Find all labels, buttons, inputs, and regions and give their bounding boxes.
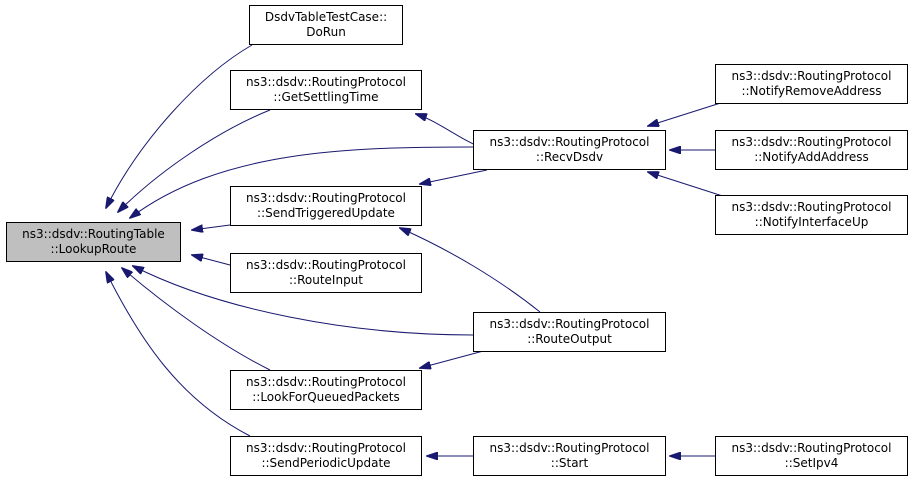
node-recv-dsdv-line2: ::RecvDsdv [535, 150, 604, 164]
edge-get-settling-time-to-lookup-route [118, 109, 271, 212]
node-send-triggered-update[interactable]: ns3::dsdv::RoutingProtocol ::SendTrigger… [230, 186, 422, 226]
node-notify-interface-up[interactable]: ns3::dsdv::RoutingProtocol ::NotifyInter… [715, 195, 908, 235]
node-notify-interface-up-line2: ::NotifyInterfaceUp [754, 215, 869, 229]
node-notify-remove-address-line2: ::NotifyRemoveAddress [741, 84, 882, 98]
node-set-ipv4-line2: ::SetIpv4 [784, 456, 839, 470]
node-look-for-queued-packets-line2: ::LookForQueuedPackets [252, 390, 400, 404]
node-notify-remove-address[interactable]: ns3::dsdv::RoutingProtocol ::NotifyRemov… [715, 64, 908, 104]
edge-route-output-to-send-triggered-update [400, 228, 541, 313]
edge-recv-dsdv-to-send-triggered-update [420, 169, 488, 184]
node-get-settling-time[interactable]: ns3::dsdv::RoutingProtocol ::GetSettling… [230, 70, 422, 110]
node-recv-dsdv[interactable]: ns3::dsdv::RoutingProtocol ::RecvDsdv [473, 130, 666, 170]
node-notify-add-address-line1: ns3::dsdv::RoutingProtocol [731, 135, 892, 149]
node-route-output-line1: ns3::dsdv::RoutingProtocol [489, 317, 650, 331]
node-notify-remove-address-line1: ns3::dsdv::RoutingProtocol [731, 69, 892, 83]
node-route-input[interactable]: ns3::dsdv::RoutingProtocol ::RouteInput [230, 253, 422, 293]
node-start[interactable]: ns3::dsdv::RoutingProtocol ::Start [473, 436, 666, 476]
node-notify-interface-up-line1: ns3::dsdv::RoutingProtocol [731, 200, 892, 214]
node-dorun[interactable]: DsdvTableTestCase:: DoRun [249, 5, 403, 45]
edge-send-triggered-update-to-lookup-route [192, 224, 231, 230]
node-send-triggered-update-line2: ::SendTriggeredUpdate [257, 206, 395, 220]
node-route-input-line1: ns3::dsdv::RoutingProtocol [246, 258, 406, 272]
node-route-input-line2: ::RouteInput [289, 273, 363, 287]
edge-route-output-to-look-for-queued-packets [420, 349, 488, 368]
edge-notify-remove-address-to-recv-dsdv [648, 99, 731, 126]
node-lookup-route: ns3::dsdv::RoutingTable ::LookupRoute [6, 222, 181, 262]
node-get-settling-time-line1: ns3::dsdv::RoutingProtocol [246, 75, 406, 89]
edge-route-output-to-lookup-route [133, 266, 474, 336]
edge-recv-dsdv-to-lookup-route [130, 146, 474, 218]
edge-send-periodic-update-to-lookup-route [106, 272, 251, 437]
edge-route-input-to-lookup-route [192, 255, 231, 266]
node-get-settling-time-line2: ::GetSettlingTime [273, 90, 379, 104]
node-route-output[interactable]: ns3::dsdv::RoutingProtocol ::RouteOutput [473, 312, 666, 352]
node-lookup-route-line2: ::LookupRoute [50, 242, 137, 256]
node-route-output-line2: ::RouteOutput [527, 332, 612, 346]
node-recv-dsdv-line1: ns3::dsdv::RoutingProtocol [489, 135, 650, 149]
node-set-ipv4[interactable]: ns3::dsdv::RoutingProtocol ::SetIpv4 [715, 436, 908, 476]
node-look-for-queued-packets[interactable]: ns3::dsdv::RoutingProtocol ::LookForQueu… [230, 370, 422, 410]
node-send-triggered-update-line1: ns3::dsdv::RoutingProtocol [246, 191, 406, 205]
node-start-line2: ::Start [550, 456, 589, 470]
node-send-periodic-update[interactable]: ns3::dsdv::RoutingProtocol ::SendPeriodi… [230, 436, 422, 476]
node-dorun-line1: DsdvTableTestCase:: [264, 10, 388, 24]
node-start-line1: ns3::dsdv::RoutingProtocol [489, 441, 650, 455]
node-notify-add-address[interactable]: ns3::dsdv::RoutingProtocol ::NotifyAddAd… [715, 130, 908, 170]
edge-dorun-to-lookup-route [106, 44, 253, 208]
node-set-ipv4-line1: ns3::dsdv::RoutingProtocol [731, 441, 892, 455]
node-look-for-queued-packets-line1: ns3::dsdv::RoutingProtocol [246, 375, 406, 389]
node-dorun-line2: DoRun [306, 25, 346, 39]
node-send-periodic-update-line2: ::SendPeriodicUpdate [261, 456, 391, 470]
node-notify-add-address-line2: ::NotifyAddAddress [754, 150, 869, 164]
edge-look-for-queued-packets-to-lookup-route [122, 268, 271, 371]
node-lookup-route-line1: ns3::dsdv::RoutingTable [22, 227, 165, 241]
node-send-periodic-update-line1: ns3::dsdv::RoutingProtocol [246, 441, 406, 455]
